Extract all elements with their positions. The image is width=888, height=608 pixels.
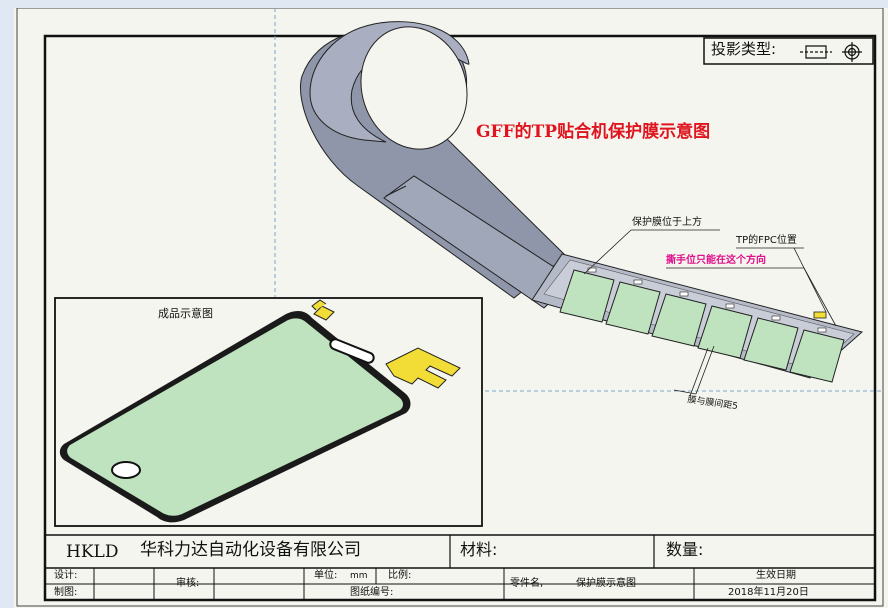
film-piece: [651, 293, 707, 347]
film-tear-tab: [633, 279, 643, 285]
drawing-sheet: 投影类型: GFF的TP贴合机保护膜示意图 保护膜位于上方 TP的FPC位置 撕…: [14, 8, 888, 608]
quantity-label: 数量:: [666, 540, 704, 559]
callout-fpc-position: TP的FPC位置: [736, 235, 797, 246]
film-piece: [559, 269, 615, 323]
projection-label: 投影类型:: [711, 40, 777, 58]
drawing-canvas: [16, 8, 884, 607]
film-tear-tab: [725, 303, 735, 309]
film-tear-tab: [679, 291, 689, 297]
fpc-connector: [385, 347, 461, 389]
scale-label: 比例:: [388, 570, 412, 581]
callout-tear-direction: 撕手位只能在这个方向: [666, 255, 766, 266]
callout-film-position: 保护膜位于上方: [632, 217, 702, 228]
title-block-lines: [45, 534, 875, 600]
film-piece: [697, 305, 753, 359]
finished-product-panel: [59, 299, 411, 523]
film-pieces: [559, 267, 845, 383]
drawn-label: 制图:: [54, 587, 78, 598]
film-piece: [605, 281, 661, 335]
unit-value: mm: [350, 571, 368, 581]
projection-box: [703, 37, 874, 65]
strip-fpc-marker: [813, 311, 827, 319]
design-label: 设计:: [54, 570, 78, 581]
callout-leaders: [583, 229, 837, 397]
drawing-main-title: GFF的TP贴合机保护膜示意图: [476, 122, 711, 142]
film-roll: [300, 21, 575, 309]
part-name-value: 保护膜示意图: [576, 578, 636, 589]
material-label: 材料:: [460, 540, 498, 559]
part-name-label: 零件名,: [510, 578, 544, 589]
company-logo: HKLD: [66, 542, 119, 562]
projection-symbol-icon: [800, 42, 862, 62]
drawing-number-label: 图纸编号:: [350, 587, 394, 598]
film-piece: [789, 329, 845, 383]
sheet-inner-border: [43, 34, 877, 602]
effective-date-value: 2018年11月20日: [728, 587, 809, 598]
film-tear-tab: [771, 315, 781, 321]
film-tear-tab: [817, 327, 827, 333]
sheet-outer-border: [16, 8, 884, 607]
inset-title: 成品示意图: [158, 307, 213, 320]
unit-label: 单位:: [314, 570, 338, 581]
film-piece: [743, 317, 799, 371]
effective-date-label: 生效日期: [756, 570, 796, 581]
review-label: 审核:: [176, 578, 200, 589]
company-name: 华科力达自动化设备有限公司: [140, 540, 361, 560]
